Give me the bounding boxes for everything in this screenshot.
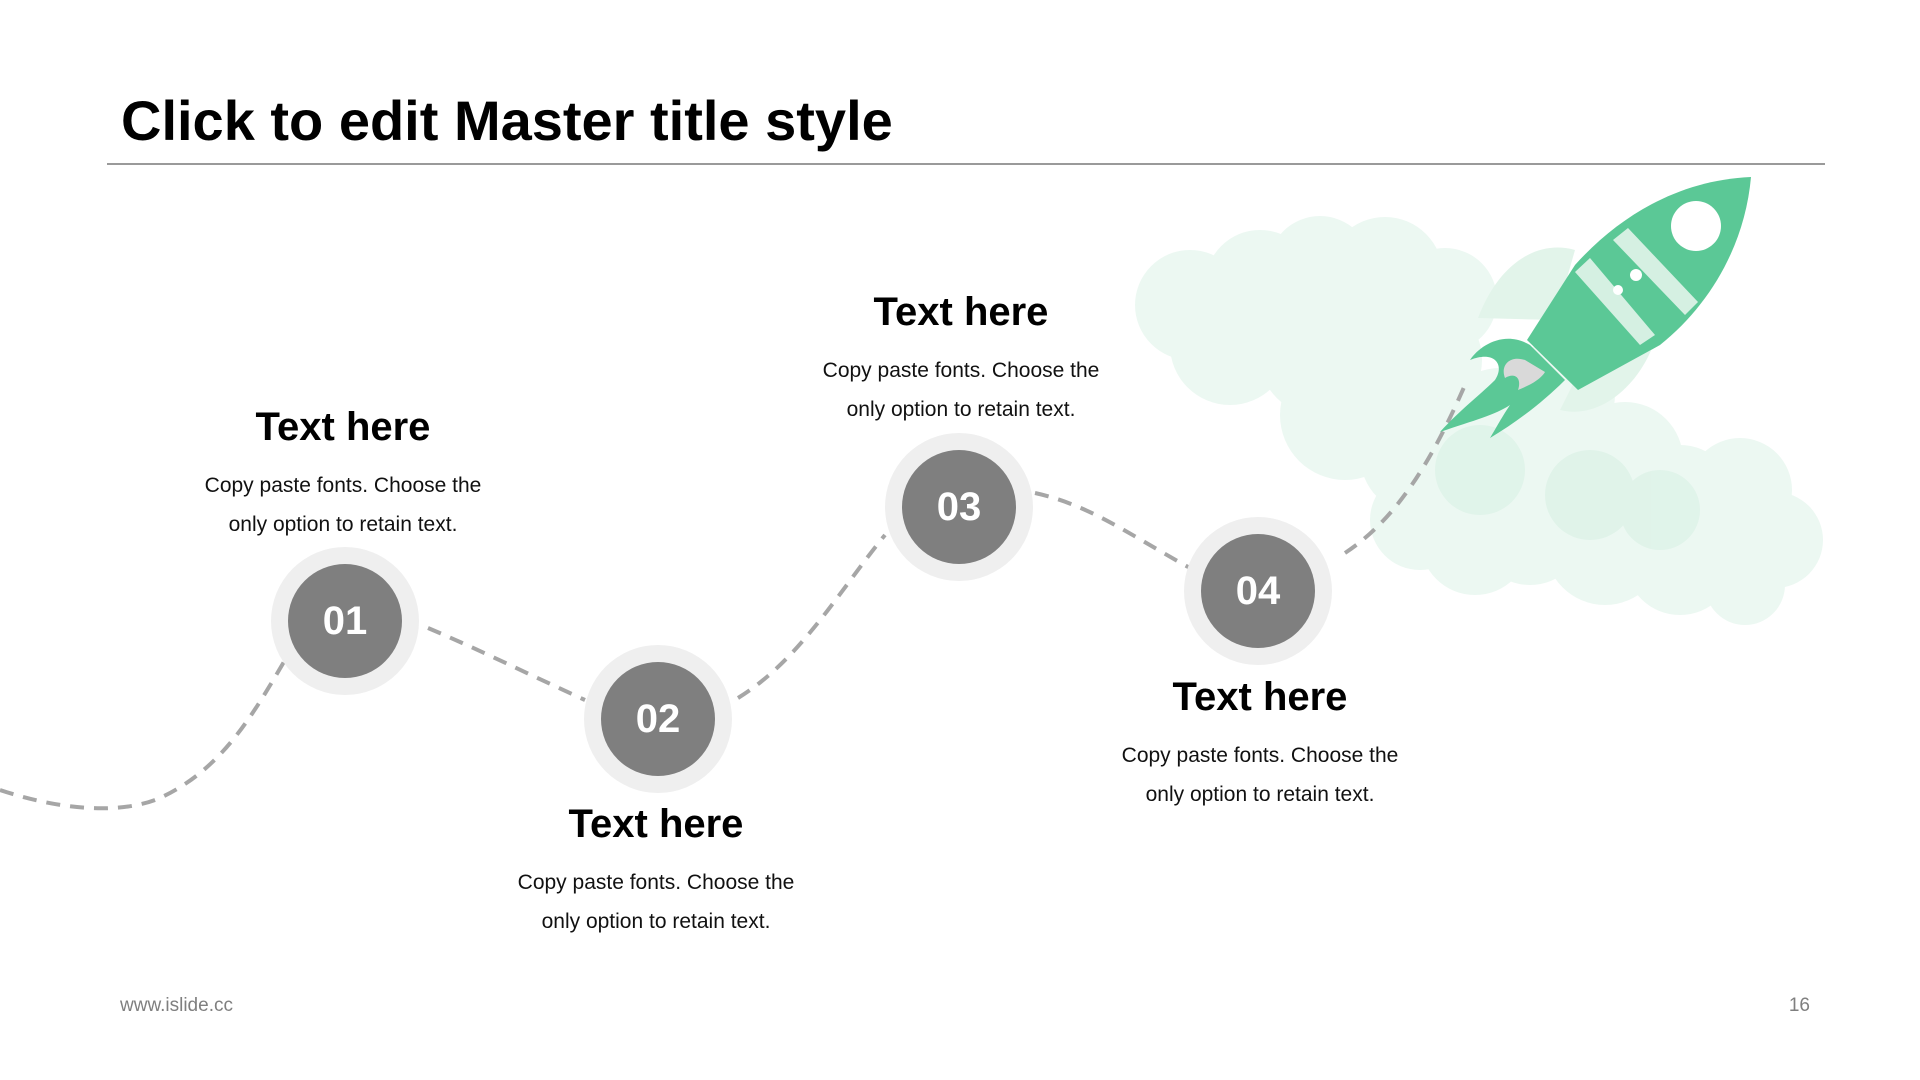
step-number-03: 03 xyxy=(902,450,1016,564)
step-marker-03: 03 xyxy=(885,433,1033,581)
footer-url: www.islide.cc xyxy=(120,995,233,1016)
step-desc-02-line2: only option to retain text. xyxy=(541,910,771,933)
step-desc-04-line1: Copy paste fonts. Choose the xyxy=(1121,744,1399,767)
step-desc-02-line1: Copy paste fonts. Choose the xyxy=(517,871,795,894)
step-heading-01: Text here xyxy=(255,405,431,449)
step-text-04: Text here Copy paste fonts. Choose the o… xyxy=(1080,675,1440,814)
step-marker-02: 02 xyxy=(584,645,732,793)
step-marker-01: 01 xyxy=(271,547,419,695)
step-number-02: 02 xyxy=(601,662,715,776)
step-text-01: Text here Copy paste fonts. Choose the o… xyxy=(163,405,523,544)
step-number-01: 01 xyxy=(288,564,402,678)
step-text-03: Text here Copy paste fonts. Choose the o… xyxy=(781,290,1141,429)
step-desc-01-line1: Copy paste fonts. Choose the xyxy=(204,474,482,497)
title-divider xyxy=(107,163,1825,165)
page-title: Click to edit Master title style xyxy=(121,89,893,152)
step-heading-03: Text here xyxy=(873,290,1049,334)
step-desc-04-line2: only option to retain text. xyxy=(1145,783,1375,806)
step-desc-01-line2: only option to retain text. xyxy=(228,513,458,536)
page-number: 16 xyxy=(1788,995,1810,1016)
step-heading-04: Text here xyxy=(1172,675,1348,719)
step-desc-03-line2: only option to retain text. xyxy=(846,398,1076,421)
step-heading-02: Text here xyxy=(568,802,744,846)
step-text-02: Text here Copy paste fonts. Choose the o… xyxy=(476,802,836,941)
step-desc-03-line1: Copy paste fonts. Choose the xyxy=(822,359,1100,382)
step-marker-04: 04 xyxy=(1184,517,1332,665)
step-number-04: 04 xyxy=(1201,534,1315,648)
